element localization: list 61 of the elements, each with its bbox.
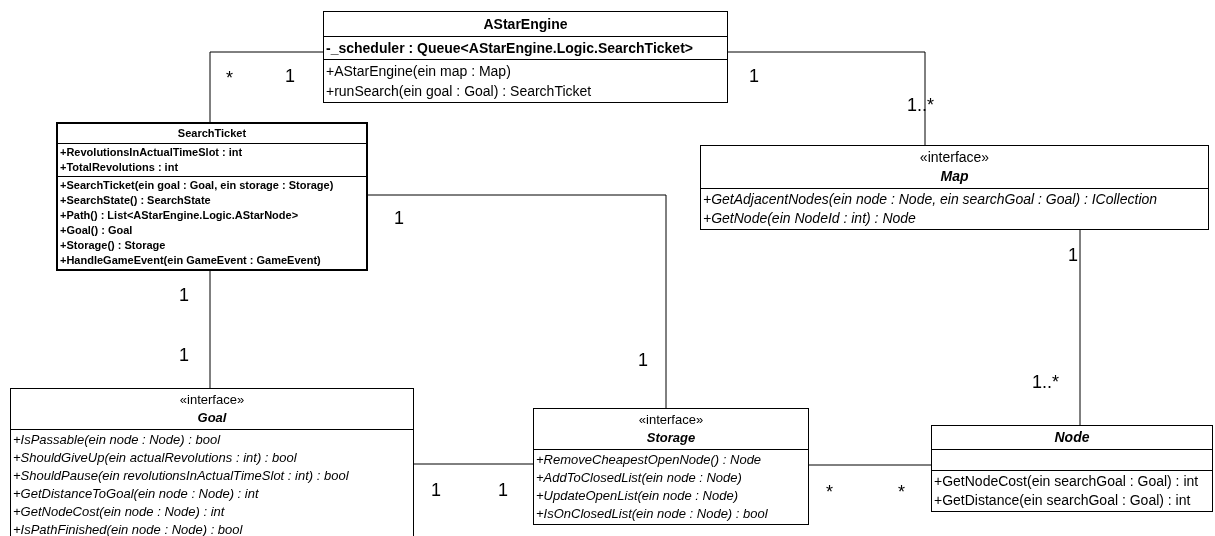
method-text: +GetAdjacentNodes(ein node : Node, ein searchGoal : Goal) : ICollection (703, 190, 1159, 209)
multiplicity-label: 1 (638, 350, 648, 370)
method-text: +GetNode(ein NodeId : int) : Node (703, 209, 917, 228)
association-line (209, 270, 211, 389)
method-text: +AddToClosedList(ein node : Node) (536, 469, 743, 487)
multiplicity-label: 1 (749, 66, 759, 86)
method-text: +GetNodeCost(ein searchGoal : Goal) : int (934, 472, 1200, 491)
multiplicity-label: 1..* (907, 95, 935, 115)
association-line (367, 194, 667, 409)
class-name: Node (1053, 428, 1091, 447)
method-text: +GetDistanceToGoal(ein node : Node) : int (13, 485, 260, 503)
method-text: +RemoveCheapestOpenNode() : Node (536, 451, 763, 469)
method-text: +AStarEngine(ein map : Map) (326, 62, 512, 81)
method-text: +Path() : List<AStarEngine.Logic.AStarNode> (60, 208, 300, 223)
association-line (727, 51, 926, 146)
class-name: SearchTicket (176, 126, 248, 141)
multiplicity-label: 1 (498, 480, 508, 500)
association-line (413, 463, 534, 465)
class-box (323, 11, 728, 103)
method-text: +IsOnClosedList(ein node : Node) : bool (536, 505, 769, 523)
multiplicity-label: 1 (394, 208, 404, 228)
class-name: Storage (645, 429, 697, 447)
method-text: +ShouldGiveUp(ein actualRevolutions : int) : bool (13, 449, 298, 467)
multiplicity-label: * (898, 482, 905, 502)
multiplicity-label: 1 (1068, 245, 1078, 265)
method-text: +UpdateOpenList(ein node : Node) (536, 487, 739, 505)
class-box (10, 388, 414, 536)
method-text: +ShouldPause(ein revolutionsInActualTimeSlot : int) : bool (13, 467, 350, 485)
class-box (533, 408, 809, 525)
attribute-text: -_scheduler : Queue<AStarEngine.Logic.SearchTicket> (326, 39, 694, 58)
method-text: +GetNodeCost(ein node : Node) : int (13, 503, 226, 521)
method-text: +GetDistance(ein searchGoal : Goal) : int (934, 491, 1192, 510)
association-line (808, 464, 932, 466)
association-line (1079, 229, 1081, 426)
method-text: +HandleGameEvent(ein GameEvent : GameEvent) (60, 253, 322, 268)
method-text: +Storage() : Storage (60, 238, 167, 253)
method-text: +Goal() : Goal (60, 223, 134, 238)
multiplicity-label: 1..* (1032, 372, 1060, 392)
stereotype-label: «interface» (637, 411, 705, 429)
method-text: +IsPathFinished(ein node : Node) : bool (13, 521, 244, 536)
multiplicity-label: 1 (431, 480, 441, 500)
method-text: +SearchTicket(ein goal : Goal, ein storage : Storage) (60, 178, 335, 193)
stereotype-label: «interface» (918, 148, 991, 167)
class-name: Map (939, 167, 970, 186)
association-line (209, 51, 324, 123)
class-name: Goal (196, 409, 228, 427)
multiplicity-label: 1 (285, 66, 295, 86)
method-text: +SearchState() : SearchState (60, 193, 212, 208)
multiplicity-label: 1 (179, 345, 189, 365)
class-box (931, 425, 1213, 512)
class-name: AStarEngine (482, 15, 569, 34)
attribute-text: +RevolutionsInActualTimeSlot : int (60, 145, 244, 160)
class-box (56, 122, 368, 271)
stereotype-label: «interface» (178, 391, 246, 409)
multiplicity-label: 1 (179, 285, 189, 305)
multiplicity-label: * (226, 68, 233, 88)
class-box (700, 145, 1209, 230)
attribute-text: +TotalRevolutions : int (60, 160, 180, 175)
multiplicity-label: * (826, 482, 833, 502)
method-text: +IsPassable(ein node : Node) : bool (13, 431, 222, 449)
method-text: +runSearch(ein goal : Goal) : SearchTicket (326, 82, 593, 101)
